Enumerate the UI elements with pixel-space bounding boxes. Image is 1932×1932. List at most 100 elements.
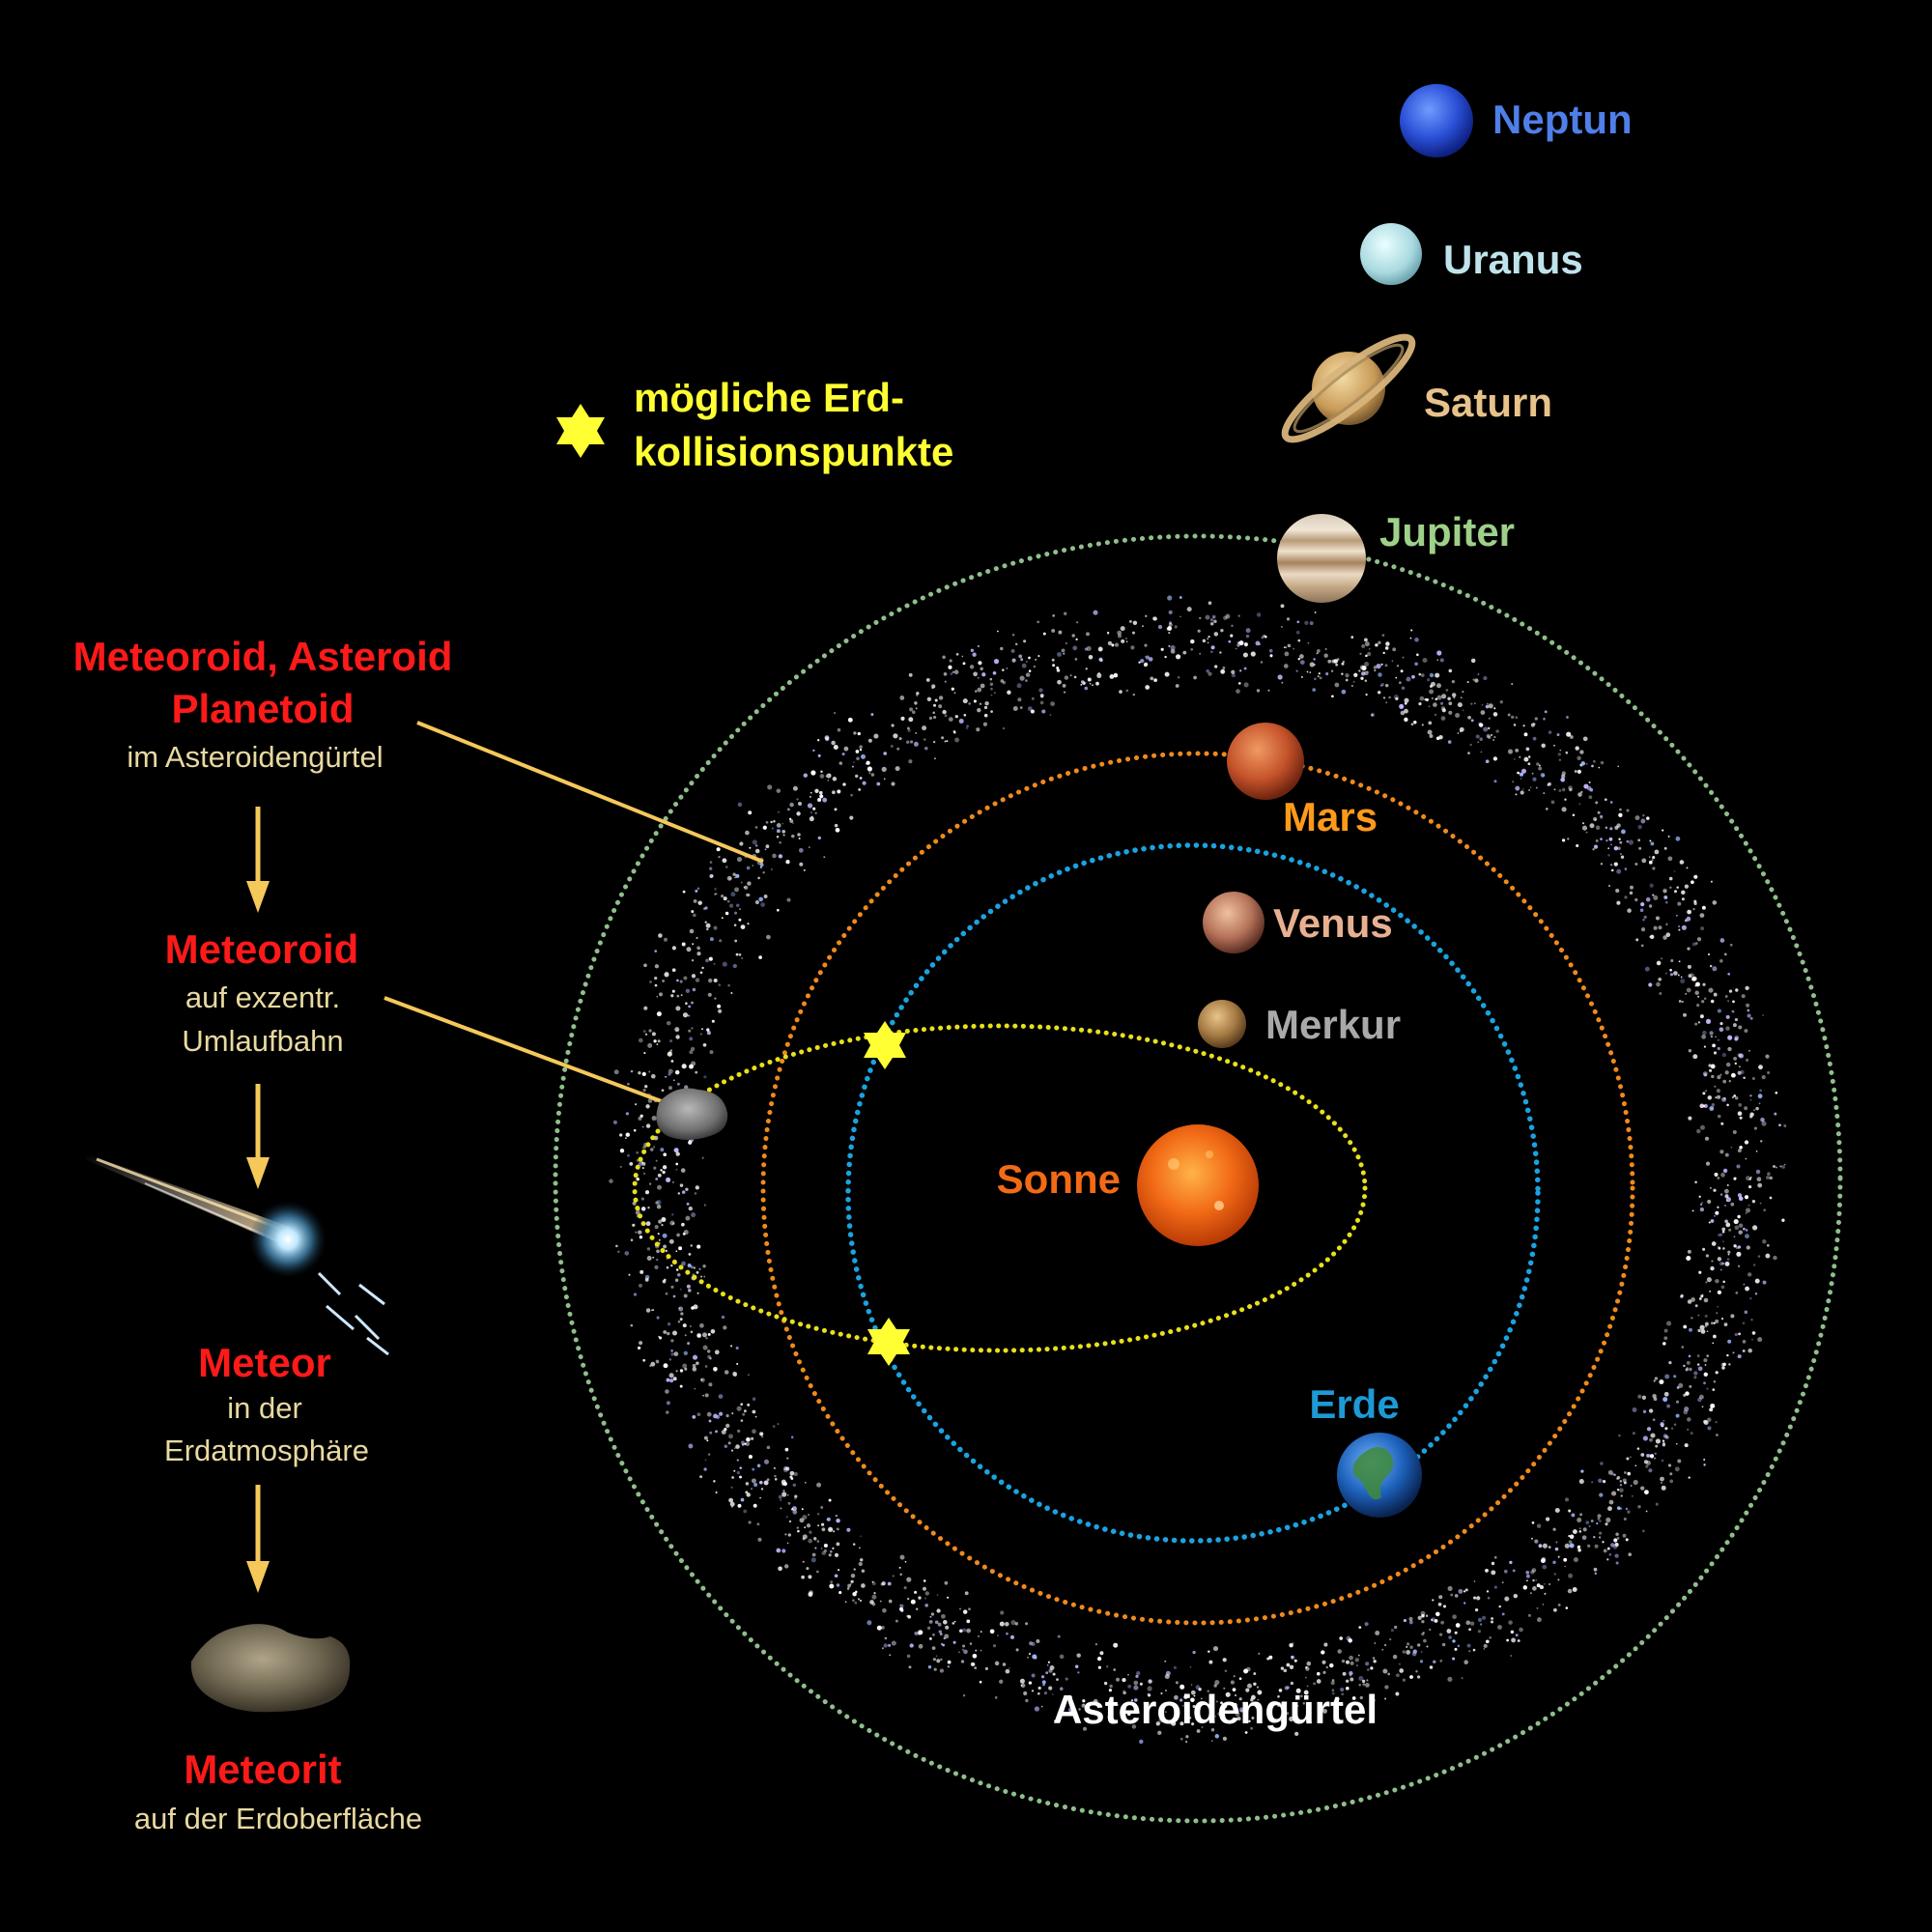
belt-speck [698, 1267, 701, 1271]
belt-speck [774, 1474, 777, 1478]
belt-speck [731, 1412, 734, 1415]
belt-speck [1705, 1281, 1708, 1284]
belt-speck [1666, 1404, 1671, 1408]
belt-speck [1619, 808, 1622, 811]
belt-speck [1365, 694, 1368, 696]
jupiter-orbit [553, 533, 1843, 1824]
belt-speck [746, 1437, 751, 1442]
belt-speck [1654, 1377, 1659, 1380]
belt-speck [740, 1497, 745, 1502]
belt-speck [1773, 1255, 1777, 1261]
belt-speck [1350, 1661, 1354, 1665]
belt-speck [1145, 614, 1148, 617]
belt-speck [609, 1179, 613, 1183]
belt-speck [1232, 1688, 1236, 1691]
belt-speck [1300, 1694, 1303, 1698]
belt-speck [1712, 900, 1718, 905]
belt-speck [1746, 1176, 1751, 1181]
belt-speck [984, 700, 989, 706]
belt-speck [684, 1367, 688, 1371]
belt-speck [1738, 1103, 1743, 1107]
belt-speck [836, 1527, 839, 1531]
belt-speck [627, 1153, 630, 1157]
belt-speck [690, 1265, 694, 1269]
belt-speck [736, 857, 743, 863]
belt-speck [1708, 953, 1710, 955]
belt-speck [692, 987, 696, 992]
belt-speck [1703, 997, 1707, 1001]
belt-speck [1136, 1671, 1141, 1676]
belt-speck [1312, 688, 1317, 692]
belt-speck [1519, 772, 1524, 777]
belt-speck [1256, 1686, 1260, 1689]
belt-speck [793, 1471, 798, 1477]
belt-speck [1225, 613, 1231, 619]
belt-speck [1211, 614, 1216, 619]
belt-speck [1618, 1434, 1621, 1437]
belt-speck [950, 672, 953, 675]
belt-speck [856, 756, 860, 761]
belt-speck [1680, 979, 1686, 984]
belt-speck [1670, 958, 1674, 963]
belt-speck [1544, 1592, 1547, 1595]
belt-speck [682, 1232, 686, 1236]
belt-speck [1765, 1253, 1771, 1259]
belt-speck [704, 1365, 708, 1368]
belt-speck [702, 1345, 708, 1350]
earth-continents [1352, 1447, 1394, 1500]
belt-speck [1420, 1610, 1426, 1616]
belt-speck [1733, 1057, 1737, 1061]
belt-speck [1673, 1375, 1677, 1378]
belt-speck [1609, 827, 1613, 831]
belt-speck [1598, 1478, 1603, 1484]
belt-speck [1515, 716, 1519, 719]
belt-speck [651, 1116, 657, 1122]
belt-speck [797, 833, 801, 837]
belt-speck [915, 707, 918, 710]
belt-speck [997, 630, 999, 633]
belt-speck [992, 670, 997, 675]
belt-speck [928, 1619, 933, 1624]
belt-speck [1700, 1294, 1704, 1298]
belt-speck [1535, 1578, 1538, 1581]
belt-speck [1365, 654, 1368, 658]
belt-speck [1322, 1670, 1326, 1674]
belt-speck [910, 1599, 916, 1605]
belt-speck [1503, 1569, 1508, 1574]
belt-speck [1452, 1639, 1456, 1643]
belt-speck [802, 1515, 808, 1520]
belt-speck [733, 923, 737, 926]
belt-speck [1726, 1258, 1730, 1262]
belt-speck [1457, 1644, 1461, 1648]
belt-speck [1377, 691, 1381, 695]
belt-speck [681, 1261, 686, 1266]
belt-speck [1747, 1049, 1750, 1052]
belt-speck [931, 1646, 936, 1650]
belt-speck [724, 1444, 728, 1448]
belt-speck [1341, 1703, 1344, 1706]
belt-speck [801, 1508, 804, 1511]
belt-speck [635, 1103, 638, 1106]
belt-speck [1313, 1682, 1317, 1686]
belt-speck [1691, 1209, 1694, 1212]
belt-speck [944, 1580, 949, 1585]
belt-speck [1451, 693, 1457, 697]
belt-speck [1095, 681, 1099, 686]
belt-speck [1720, 1317, 1724, 1321]
belt-speck [657, 1173, 662, 1178]
belt-speck [1358, 1707, 1362, 1711]
belt-speck [704, 921, 707, 923]
belt-speck [934, 757, 936, 760]
belt-speck [728, 1497, 734, 1503]
belt-speck [1703, 1420, 1709, 1426]
belt-speck [1214, 665, 1218, 668]
belt-speck [1702, 1030, 1707, 1036]
belt-speck [1361, 671, 1366, 676]
belt-speck [1745, 1234, 1749, 1239]
belt-speck [745, 830, 750, 836]
belt-speck [938, 1630, 942, 1634]
belt-speck [751, 1436, 754, 1440]
belt-speck [1593, 844, 1599, 849]
belt-speck [801, 1575, 805, 1579]
belt-speck [1626, 839, 1630, 843]
